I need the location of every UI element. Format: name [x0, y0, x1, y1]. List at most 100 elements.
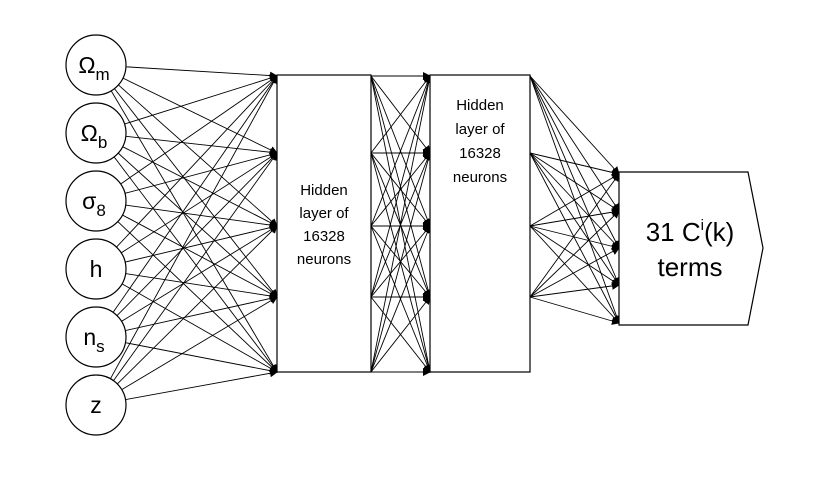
edge-input-1-to-h1-3 [117, 152, 278, 298]
output-pentagon [618, 171, 764, 326]
edge-h2-3-to-out-1 [529, 210, 620, 298]
input-node-subscript: s [96, 337, 105, 356]
edge-h2-0-to-out-2 [529, 75, 620, 249]
edge-h2-0-to-out-0 [529, 75, 620, 175]
input-node-circle [65, 238, 127, 300]
edge-input-2-to-h1-1 [124, 150, 278, 194]
input-node-circle [65, 374, 127, 436]
output-prefix: 31 C [646, 217, 701, 247]
edge-h2-1-to-out-4 [529, 152, 620, 324]
edge-input-4-to-h1-4 [125, 342, 278, 375]
output-block: 31 Ci(k) terms [618, 171, 764, 326]
input-node-2: σ8 [65, 170, 127, 232]
edge-input-5-to-h1-0 [110, 75, 278, 379]
input-node-label: ns [83, 324, 104, 356]
edge-h2-3-to-out-4 [529, 296, 620, 325]
edge-h2-2-to-out-4 [529, 225, 620, 324]
input-node-5: z [65, 374, 127, 436]
input-node-circle [65, 102, 127, 164]
input-node-3: h [65, 238, 127, 300]
output-superscript: i [701, 217, 704, 234]
edge-h2-2-to-out-1 [529, 208, 620, 227]
edge-h2-3-to-out-3 [529, 281, 620, 298]
input-node-label: Ωb [81, 120, 108, 152]
edge-h1-4-to-h2-1 [370, 152, 433, 373]
edge-input-1-to-h1-0 [124, 74, 278, 125]
input-node-base: n [83, 324, 96, 350]
edge-input-2-to-h1-3 [122, 214, 278, 298]
hidden-layer-1-line-4: neurons [297, 251, 351, 268]
input-node-1: Ωb [65, 102, 127, 164]
edge-h1-1-to-h2-0 [370, 75, 431, 154]
input-node-base: Ω [81, 120, 98, 146]
hidden-layer-1: Hidden layer of 16328 neurons [276, 74, 372, 373]
edge-input-2-to-h1-2 [125, 204, 278, 230]
edge-h2-1-to-out-3 [529, 152, 620, 286]
edge-input-5-to-h1-4 [125, 369, 278, 401]
edge-h1-3-to-h2-0 [370, 75, 433, 298]
edge-h1-4-to-h2-3 [370, 296, 431, 373]
edge-h2-3-to-out-2 [529, 247, 620, 298]
hidden-layer-2-box [429, 74, 531, 373]
hidden-layer-1-line-2: layer of [299, 205, 349, 222]
hidden-layer-2-line-1: Hidden [456, 97, 504, 114]
input-node-label: Ωm [78, 52, 109, 84]
edge-h2-1-to-out-0 [529, 152, 620, 177]
input-node-4: ns [65, 306, 127, 368]
edge-input-1-to-h1-1 [125, 135, 278, 157]
edge-h1-2-to-h2-1 [370, 152, 431, 227]
edge-input-3-to-h1-2 [125, 223, 278, 263]
edge-input-3-to-h1-4 [121, 283, 278, 373]
edge-input-1-to-h1-4 [113, 156, 278, 373]
hidden-layer-2-line-2: layer of [455, 121, 505, 138]
edge-h2-0-to-out-1 [529, 75, 620, 212]
output-suffix: (k) [704, 217, 734, 247]
edge-input-3-to-h1-0 [116, 75, 278, 248]
edge-input-2-to-h1-0 [120, 75, 278, 185]
input-node-base: h [90, 256, 103, 282]
edge-h1-4-to-h2-2 [370, 225, 432, 373]
edge-h2-3-to-out-0 [529, 173, 620, 298]
input-node-subscript: m [96, 65, 110, 84]
output-line-2: terms [658, 252, 723, 282]
edge-input-3-to-h1-3 [125, 273, 278, 300]
input-node-base: σ [82, 188, 96, 214]
hidden-layer-2-line-4: neurons [453, 169, 507, 186]
hidden-layer-1-box [276, 74, 372, 373]
edge-input-5-to-h1-3 [121, 296, 278, 391]
edge-h2-2-to-out-0 [529, 173, 620, 227]
edge-input-3-to-h1-1 [121, 152, 278, 254]
output-line-1: 31 Ci(k) [646, 217, 735, 247]
connection-edges [110, 66, 621, 401]
edge-h2-2-to-out-2 [529, 225, 620, 251]
hidden-layer-2-line-3: 16328 [459, 145, 501, 162]
input-node-base: z [90, 392, 102, 418]
edge-input-1-to-h1-2 [122, 146, 278, 227]
edge-h2-1-to-out-1 [529, 152, 620, 212]
input-node-circle [65, 306, 127, 368]
edge-input-0-to-h1-0 [125, 66, 278, 80]
input-node-subscript: b [98, 133, 107, 152]
edge-h2-2-to-out-3 [529, 225, 620, 286]
input-node-base: Ω [78, 52, 95, 78]
hidden-layer-1-line-1: Hidden [300, 182, 348, 199]
edge-input-4-to-h1-2 [121, 225, 278, 322]
input-node-0: Ωm [65, 34, 127, 96]
edge-input-5-to-h1-1 [113, 152, 278, 381]
hidden-layer-1-line-3: 16328 [303, 228, 345, 245]
edge-input-2-to-h1-4 [117, 221, 278, 373]
input-node-circle [65, 170, 127, 232]
edge-h1-4-to-h2-0 [370, 75, 433, 373]
input-node-subscript: 8 [96, 201, 105, 220]
edge-h1-2-to-h2-0 [370, 75, 432, 227]
edge-input-4-to-h1-1 [116, 152, 278, 316]
edge-input-5-to-h1-2 [117, 225, 278, 385]
edge-input-0-to-h1-1 [122, 77, 278, 154]
hidden-layer-2: Hidden layer of 16328 neurons [429, 74, 531, 373]
edge-h2-0-to-out-3 [529, 75, 620, 286]
input-node-label: z [90, 392, 102, 418]
edge-input-4-to-h1-3 [125, 294, 278, 331]
input-node-label: h [90, 256, 103, 282]
